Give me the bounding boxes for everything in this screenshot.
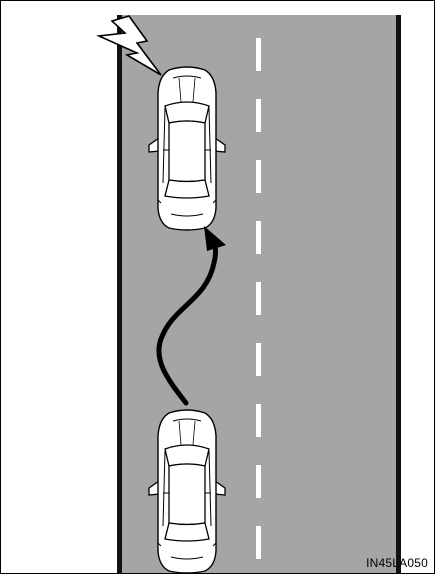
figure-code: IN45LA050 bbox=[366, 556, 428, 570]
car-ahead-icon bbox=[149, 67, 225, 230]
road-edge-right bbox=[396, 15, 401, 573]
car-own-icon bbox=[149, 410, 225, 573]
lane-divider-markings bbox=[256, 38, 261, 559]
road-edge-left bbox=[117, 15, 122, 573]
